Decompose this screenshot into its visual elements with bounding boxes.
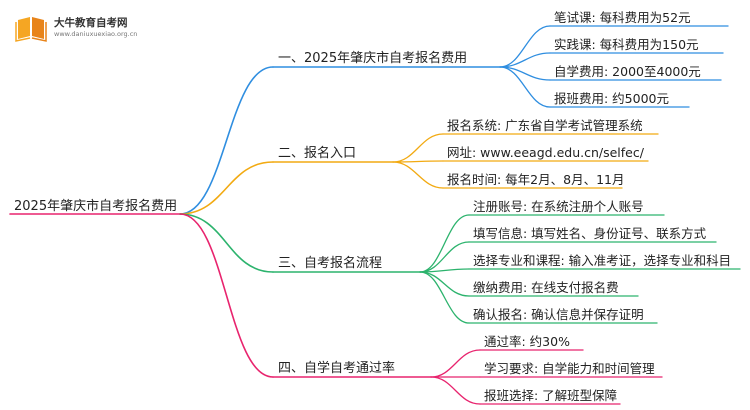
branch-3-connector xyxy=(179,213,274,273)
leaf-3-3: 选择专业和课程: 输入准考证，选择专业和科目 xyxy=(473,253,732,268)
leaf-2-1-connector xyxy=(392,133,444,163)
leaf-3-4: 缴纳费用: 在线支付报名费 xyxy=(473,280,619,295)
leaf-1-3: 自学费用: 2000至4000元 xyxy=(554,64,701,79)
leaf-2-3-connector xyxy=(392,161,444,189)
leaf-4-3: 报班选择: 了解班型保障 xyxy=(484,388,618,403)
root-topic: 2025年肇庆市自考报名费用 xyxy=(14,199,178,214)
leaf-1-1: 笔试课: 每科费用为52元 xyxy=(554,10,691,25)
leaf-3-1-connector xyxy=(419,214,470,273)
branch-1-connector xyxy=(179,66,274,215)
branch-2-connector xyxy=(179,161,274,215)
branch-1-label: 一、2025年肇庆市自考报名费用 xyxy=(278,51,468,66)
leaf-3-2-connector xyxy=(419,241,470,273)
leaf-1-1-connector xyxy=(499,25,551,68)
leaf-1-2: 实践课: 每科费用为150元 xyxy=(554,37,699,52)
logo-url: www.daniuxuexiao.org.cn xyxy=(54,30,138,38)
leaf-2-1: 报名系统: 广东省自学考试管理系统 xyxy=(447,118,643,133)
leaf-4-3-connector xyxy=(430,376,481,405)
leaf-3-4-connector xyxy=(419,271,470,297)
leaf-3-2: 填写信息: 填写姓名、身份证号、联系方式 xyxy=(473,226,707,241)
branch-4-connector xyxy=(179,213,274,378)
branch-4-label: 四、自学自考通过率 xyxy=(278,361,396,376)
leaf-4-1-connector xyxy=(430,349,481,378)
leaf-4-2: 学习要求: 自学能力和时间管理 xyxy=(484,361,655,376)
logo-title: 大牛教育自考网 xyxy=(54,17,128,29)
branch-3-label: 三、自考报名流程 xyxy=(278,256,383,271)
leaf-2-2: 网址: www.eeagd.edu.cn/selfec/ xyxy=(447,145,644,160)
logo: 大牛教育自考网 www.daniuxuexiao.org.cn xyxy=(14,14,137,42)
logo-book-icon xyxy=(14,14,48,42)
leaf-2-3: 报名时间: 每年2月、8月、11月 xyxy=(447,172,625,187)
leaf-4-1: 通过率: 约30% xyxy=(484,334,570,349)
leaf-1-4: 报班费用: 约5000元 xyxy=(554,91,669,106)
leaf-3-5: 确认报名: 确认信息并保存证明 xyxy=(473,307,644,322)
leaf-3-5-connector xyxy=(419,271,470,324)
leaf-3-1: 注册账号: 在系统注册个人账号 xyxy=(473,199,644,214)
leaf-1-4-connector xyxy=(499,66,551,108)
branch-2-label: 二、报名入口 xyxy=(278,146,357,161)
